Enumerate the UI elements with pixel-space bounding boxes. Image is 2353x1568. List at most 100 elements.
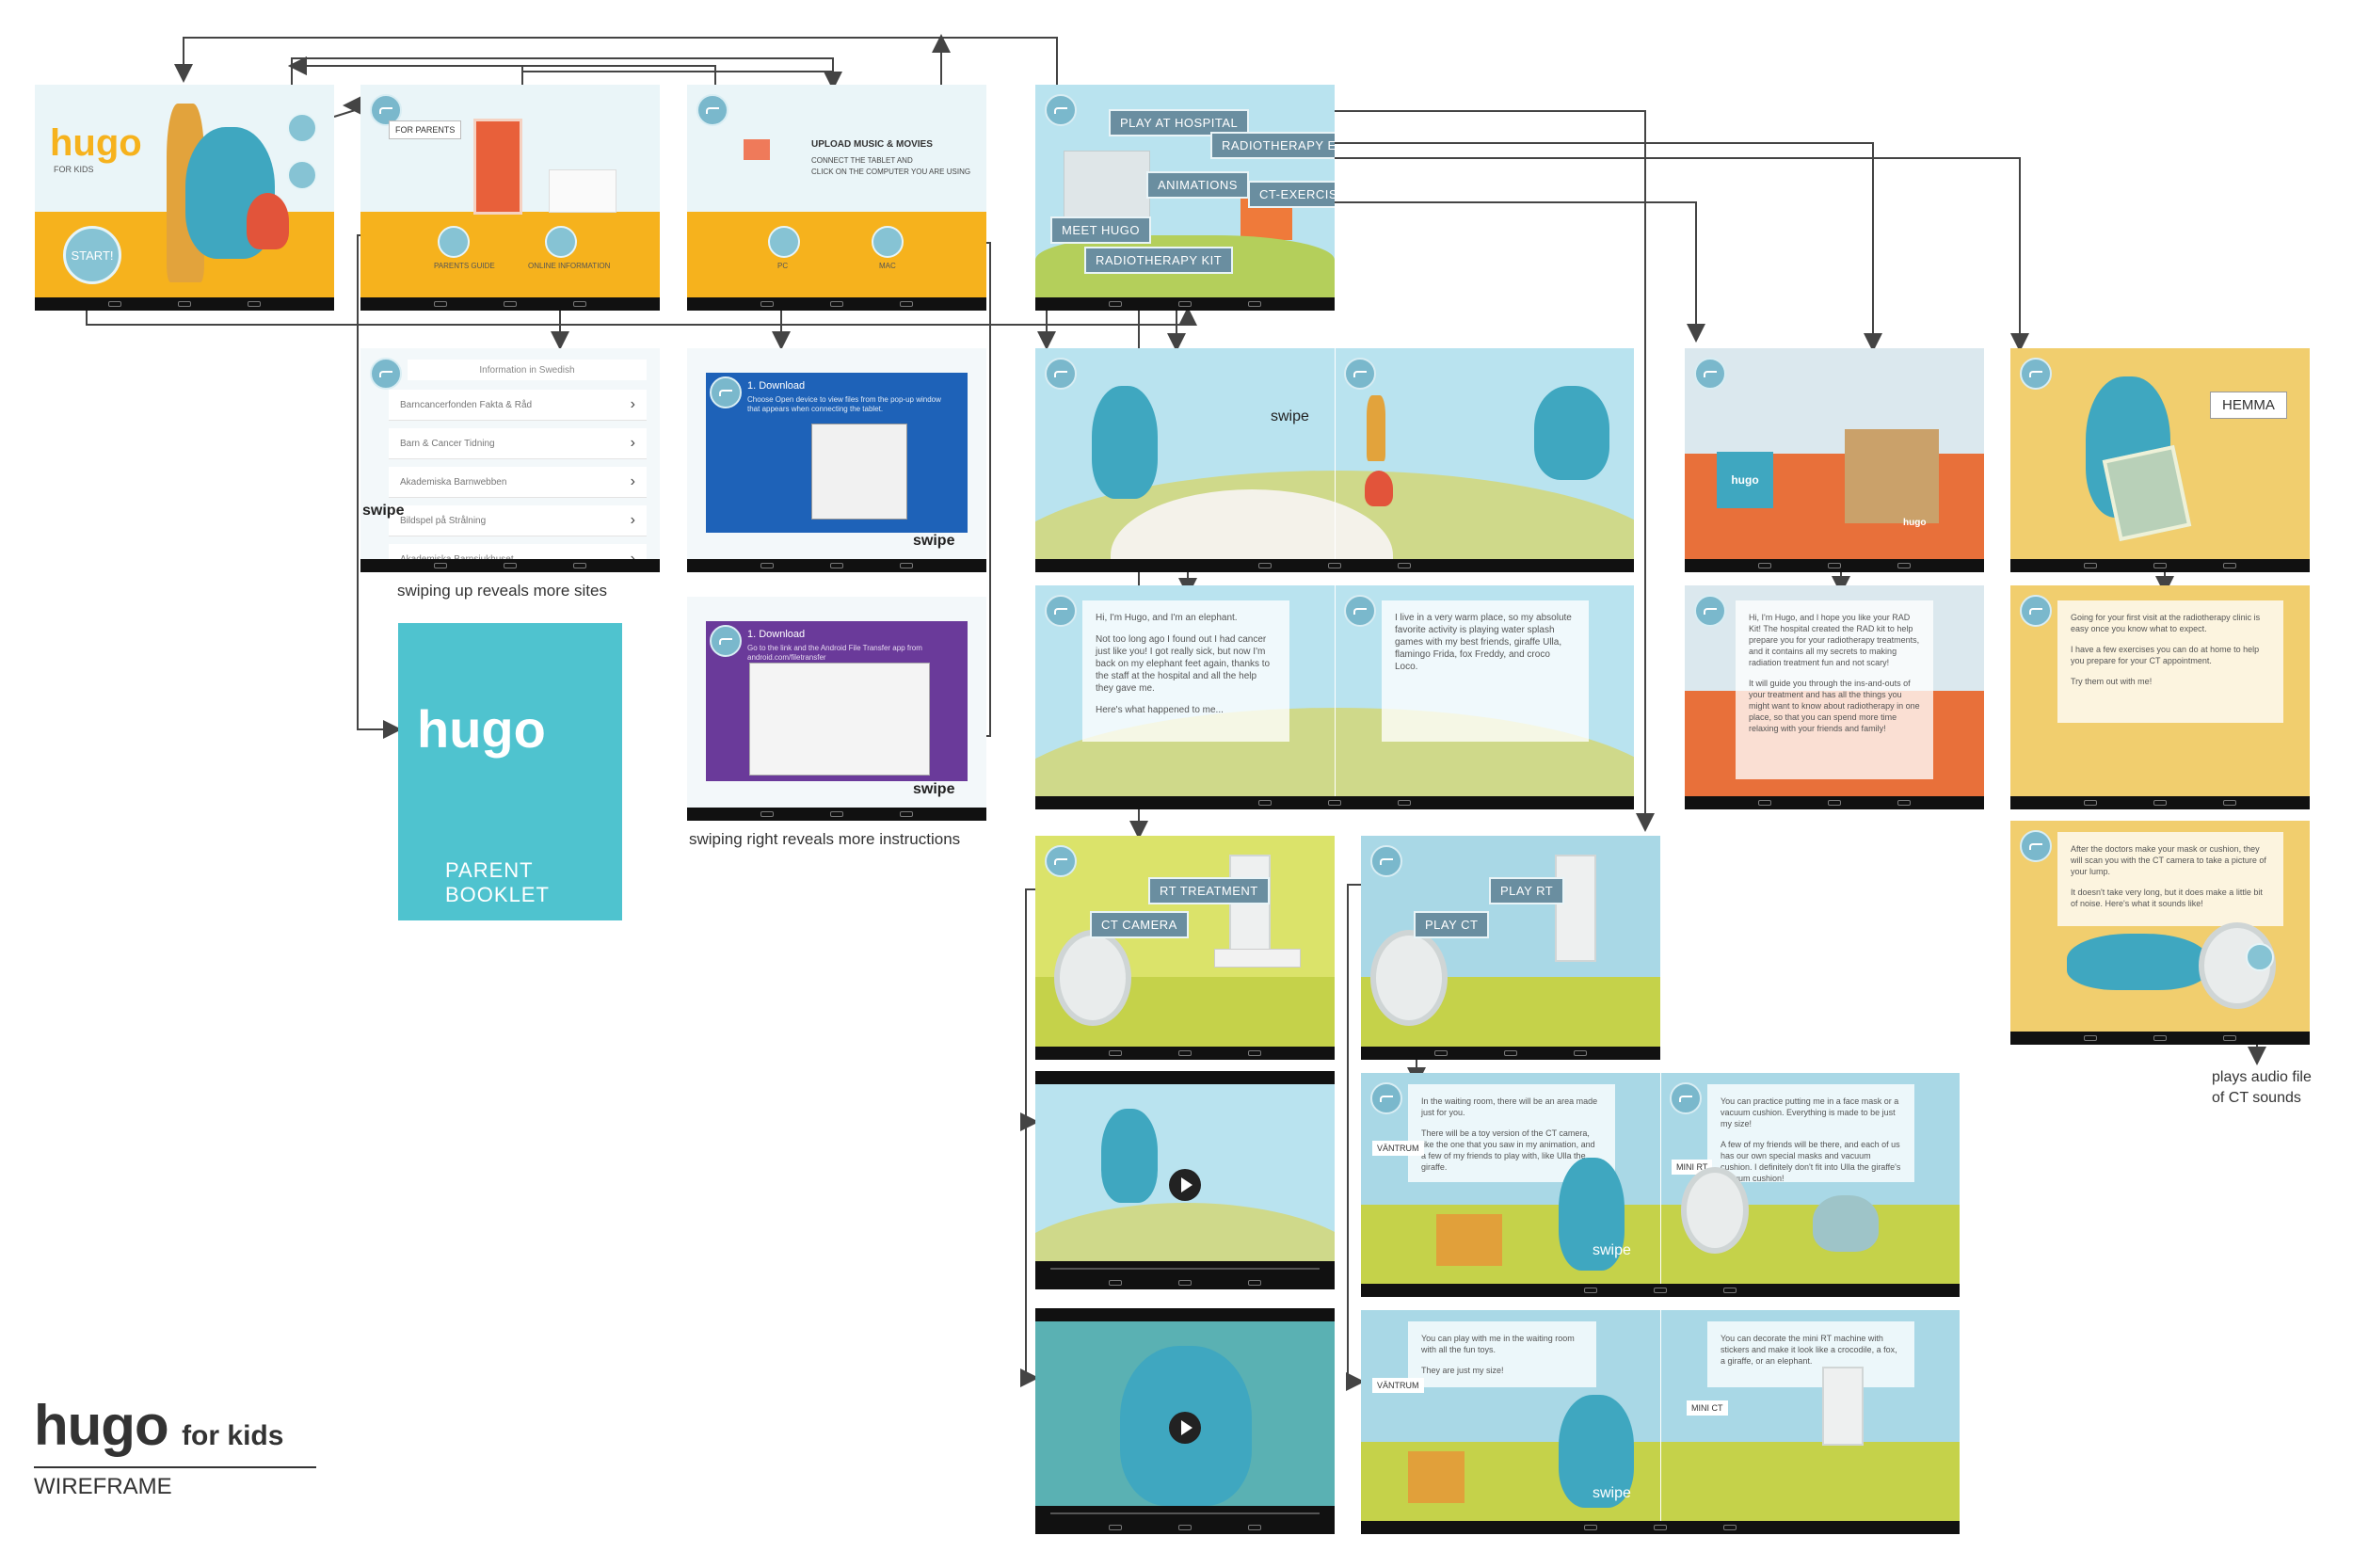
info-button[interactable] (287, 113, 317, 143)
video-top-bar (1035, 1308, 1335, 1321)
brand-suffix: for kids (182, 1420, 284, 1451)
back-button[interactable] (1045, 358, 1077, 390)
home-logo-sub: FOR KIDS (54, 165, 94, 174)
android-navbar (2010, 1032, 2310, 1045)
elephant (1559, 1158, 1625, 1271)
ct-paragraph: It doesn't take very long, but it does m… (2071, 888, 2263, 908)
android-navbar (687, 559, 986, 572)
online-information-button[interactable] (545, 226, 577, 258)
radiotherapy-kit-sign[interactable]: RADIOTHERAPY KIT (1084, 247, 1234, 274)
ct-paragraph: After the doctors make your mask or cush… (2071, 844, 2266, 876)
meet-hugo-page-1: swipe (1035, 348, 1634, 572)
ct-animation-video (1035, 1071, 1335, 1289)
elephant (2067, 934, 2208, 990)
rt-machine (1229, 855, 1271, 962)
animations-sign[interactable]: ANIMATIONS (1146, 171, 1249, 199)
back-button[interactable] (1045, 845, 1077, 877)
android-navbar (1361, 1047, 1660, 1060)
back-button[interactable] (2020, 595, 2052, 627)
play-ct-spread: In the waiting room, there will be an ar… (1361, 1073, 1960, 1297)
ct-paragraph: I have a few exercises you can do at hom… (2071, 645, 2260, 665)
play-paragraph: They are just my size! (1421, 1366, 1504, 1375)
back-button[interactable] (1694, 595, 1726, 627)
meet-hugo-sign[interactable]: MEET HUGO (1050, 216, 1151, 244)
parents-guide-label: PARENTS GUIDE (434, 262, 495, 270)
audio-button[interactable] (2246, 943, 2274, 971)
swipe-label: swipe (913, 533, 955, 549)
back-button[interactable] (1370, 845, 1402, 877)
caption-audio-2: of CT sounds (2212, 1090, 2301, 1106)
play-paragraph: In the waiting room, there will be an ar… (1421, 1096, 1598, 1117)
list-item[interactable]: Bildspel på Strålning (389, 505, 647, 536)
ct-exercises-sign[interactable]: CT-EXERCISES (1248, 181, 1335, 208)
back-button[interactable] (2020, 830, 2052, 862)
play-rt-sign[interactable]: PLAY RT (1489, 877, 1565, 904)
parent-booklet: hugo PARENT BOOKLET (398, 623, 622, 920)
back-button[interactable] (1344, 358, 1376, 390)
swipe-label: swipe (362, 503, 405, 519)
fox (247, 193, 289, 249)
back-button[interactable] (1694, 358, 1726, 390)
back-button[interactable] (1670, 1082, 1702, 1114)
android-navbar (2010, 796, 2310, 809)
ct-sound-screen: After the doctors make your mask or cush… (2010, 821, 2310, 1045)
back-button[interactable] (1045, 595, 1077, 627)
start-button[interactable]: START! (63, 226, 121, 284)
elephant (1559, 1395, 1634, 1508)
radiotherapy-exercises-sign[interactable]: RADIOTHERAPY EXERCISES (1210, 132, 1335, 159)
android-navbar (1035, 297, 1335, 311)
brand-name: hugo (34, 1394, 169, 1457)
play-paragraph: A few of my friends will be there, and e… (1721, 1140, 1901, 1183)
giraffe (1367, 395, 1385, 461)
mini-rt-machine (1555, 855, 1596, 962)
play-icon[interactable] (1169, 1169, 1201, 1201)
list-item[interactable]: Barncancerfonden Fakta & Råd (389, 390, 647, 421)
play-icon[interactable] (1169, 1412, 1201, 1444)
ct-text-box: After the doctors make your mask or cush… (2057, 832, 2283, 926)
page-divider (1335, 348, 1336, 559)
dresser (549, 169, 616, 213)
play-ct-sign[interactable]: PLAY CT (1414, 911, 1490, 938)
back-button[interactable] (696, 94, 728, 126)
elephant (1534, 386, 1609, 480)
android-navbar (1685, 796, 1984, 809)
ct-paragraph: Try them out with me! (2071, 677, 2153, 686)
play-paragraph: There will be a toy version of the CT ca… (1421, 1128, 1595, 1172)
video-progress-bar[interactable] (1035, 1506, 1335, 1521)
mac-button[interactable] (872, 226, 904, 258)
pc-step-title: 1. Download (747, 380, 806, 392)
ct-camera-sign[interactable]: CT CAMERA (1090, 911, 1189, 938)
parents-guide-button[interactable] (438, 226, 470, 258)
swipe-label: swipe (913, 781, 955, 797)
upload-line1: CONNECT THE TABLET AND (811, 156, 913, 165)
list-item[interactable]: Akademiska Barnwebben (389, 467, 647, 498)
back-button[interactable] (2020, 358, 2052, 390)
kit-box (1845, 429, 1939, 523)
home-screen: hugo FOR KIDS START! (35, 85, 334, 311)
android-navbar (360, 559, 660, 572)
story-text-box: Hi, I'm Hugo, and I'm an elephant. Not t… (1082, 600, 1289, 742)
back-button[interactable] (370, 94, 402, 126)
play-at-hospital-sign[interactable]: PLAY AT HOSPITAL (1109, 109, 1250, 136)
flow-arrow (1261, 157, 2029, 352)
for-parents-sign: FOR PARENTS (389, 120, 462, 139)
video-progress-bar[interactable] (1035, 1261, 1335, 1276)
booklet-title: PARENT BOOKLET (445, 858, 550, 906)
back-button[interactable] (1045, 94, 1077, 126)
pc-button[interactable] (768, 226, 800, 258)
mini-ct-machine (1681, 1167, 1749, 1254)
back-button[interactable] (1344, 595, 1376, 627)
rt-treatment-sign[interactable]: RT TREATMENT (1148, 877, 1270, 904)
mac-desktop: 1. Download Go to the link and the Andro… (706, 621, 968, 781)
back-button[interactable] (1370, 1082, 1402, 1114)
back-button[interactable] (710, 625, 742, 657)
list-item[interactable]: Barn & Cancer Tidning (389, 428, 647, 459)
swipe-label: swipe (1593, 1242, 1631, 1258)
story-paragraph: Hi, I'm Hugo, and I'm an elephant. (1096, 613, 1238, 623)
flow-arrow (521, 71, 842, 90)
back-button[interactable] (370, 358, 402, 390)
back-button[interactable] (710, 376, 742, 408)
parents-button[interactable] (287, 160, 317, 190)
rt-animation-video (1035, 1308, 1335, 1534)
toy-basket (1408, 1451, 1465, 1503)
